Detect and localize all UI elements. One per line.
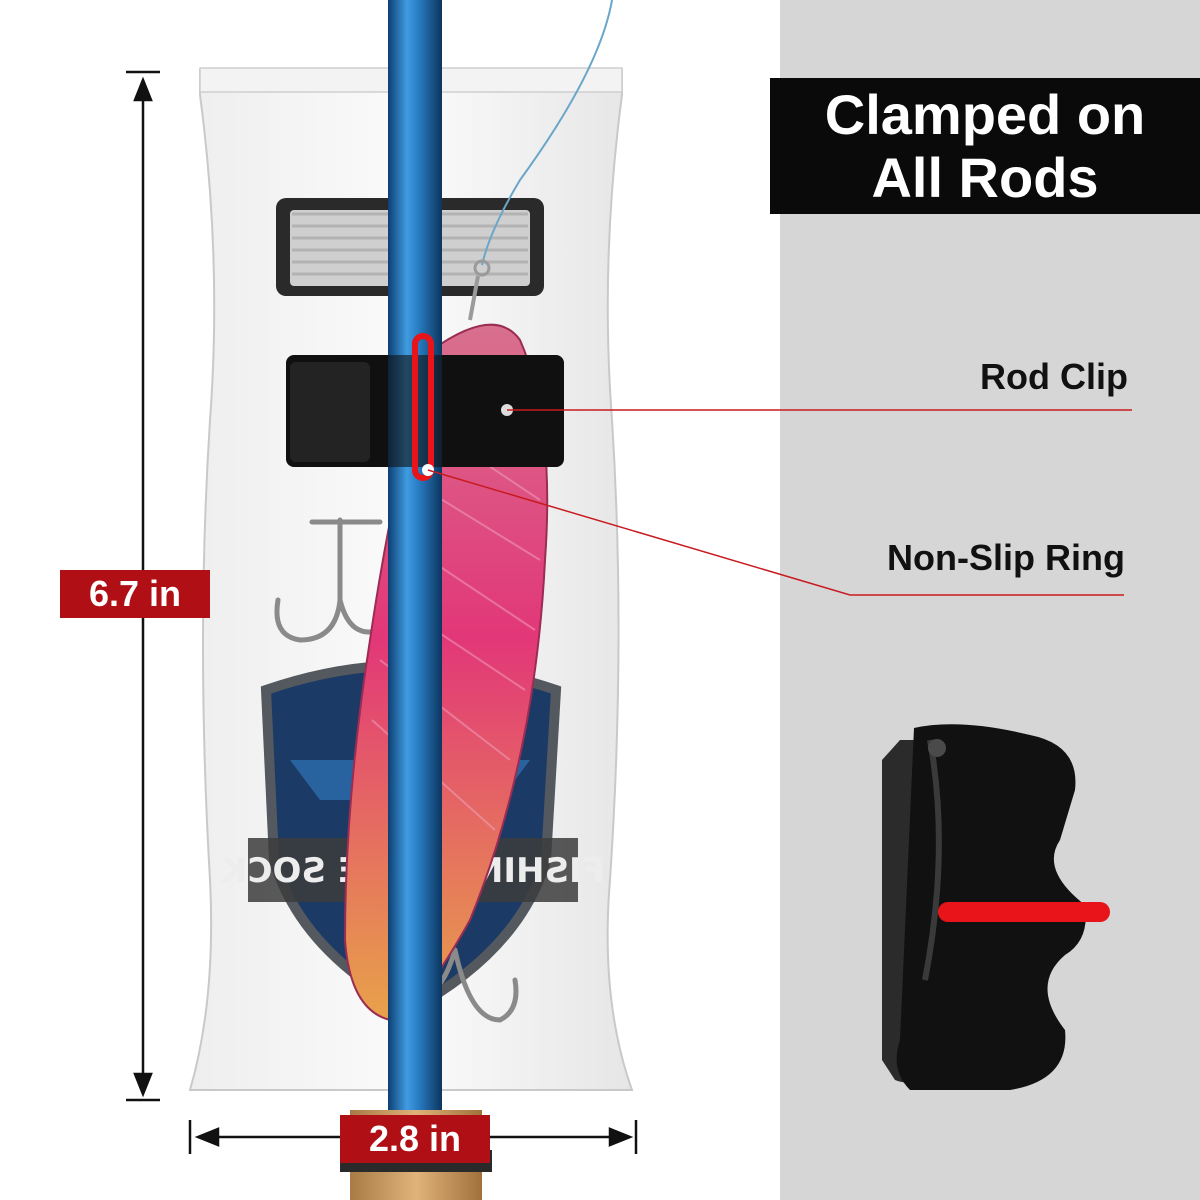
headline-panel: Clamped on All Rods (770, 78, 1200, 214)
width-badge: 2.8 in (340, 1115, 490, 1163)
headline-line-1: Clamped on (824, 83, 1146, 146)
height-badge: 6.7 in (60, 570, 210, 618)
rod-blank (388, 0, 442, 1130)
rod-clip-detail (882, 724, 1110, 1090)
callout-lines (427, 409, 1132, 596)
fishing-line (468, 0, 613, 321)
headline-line-2: All Rods (871, 146, 1099, 209)
rod-clip-label: Rod Clip (980, 356, 1128, 397)
rod-clip (286, 333, 564, 481)
non-slip-ring-label: Non-Slip Ring (887, 537, 1125, 578)
